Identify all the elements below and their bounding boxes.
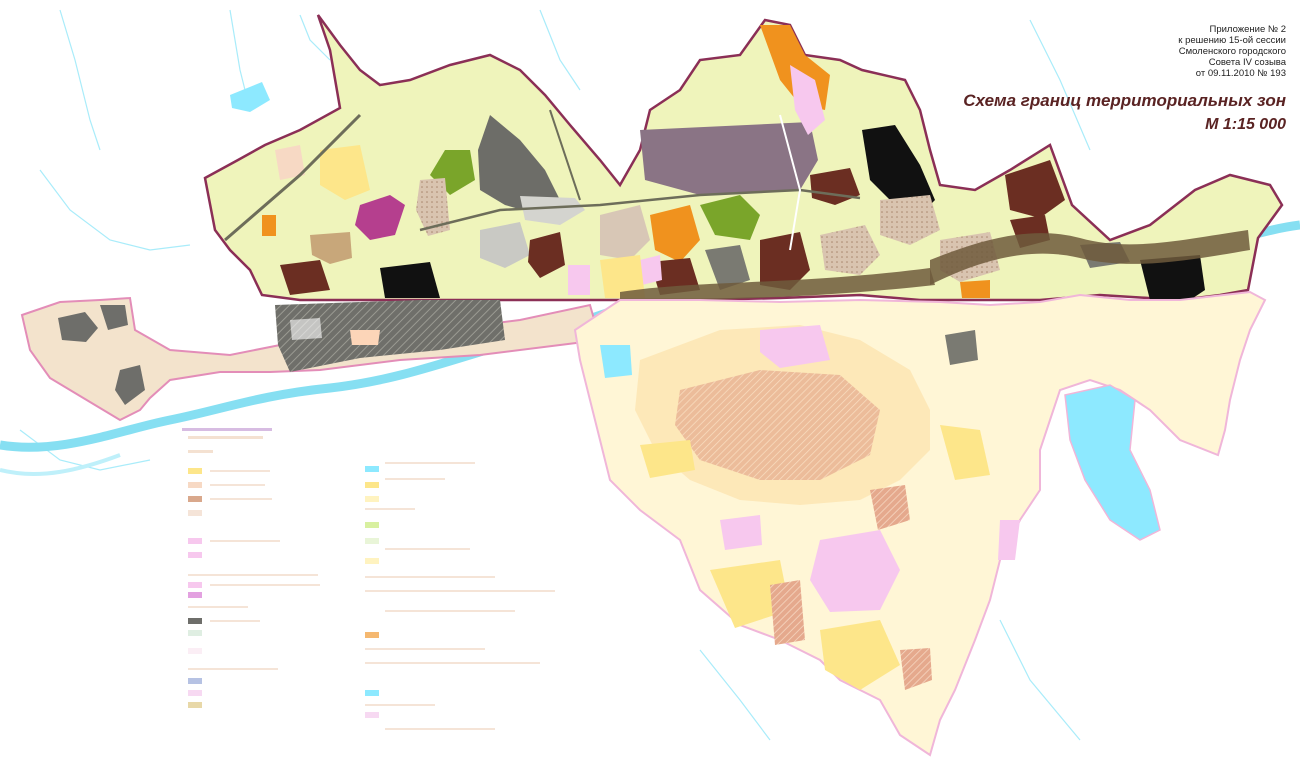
- header-line-1: Приложение № 2: [1209, 24, 1286, 35]
- northern-district: [203, 14, 1284, 305]
- header-line-3: Смоленского городского: [1178, 46, 1286, 57]
- pond-1: [230, 82, 270, 112]
- map-title: Схема границ территориальных зон М 1:15 …: [963, 90, 1286, 136]
- western-district: [20, 296, 602, 422]
- header-line-2: к решению 15-ой сессии: [1178, 35, 1286, 46]
- appendix-header: Приложение № 2 к решению 15-ой сессии См…: [1178, 24, 1286, 79]
- map-scale: М 1:15 000: [1205, 116, 1286, 133]
- river-branch: [0, 453, 121, 476]
- legend: [182, 428, 555, 730]
- header-line-5: от 09.11.2010 № 193: [1195, 68, 1286, 79]
- map-title-main: Схема границ территориальных зон: [963, 91, 1286, 110]
- header-line-4: Совета IV созыва: [1208, 57, 1286, 68]
- southern-district: [573, 290, 1267, 757]
